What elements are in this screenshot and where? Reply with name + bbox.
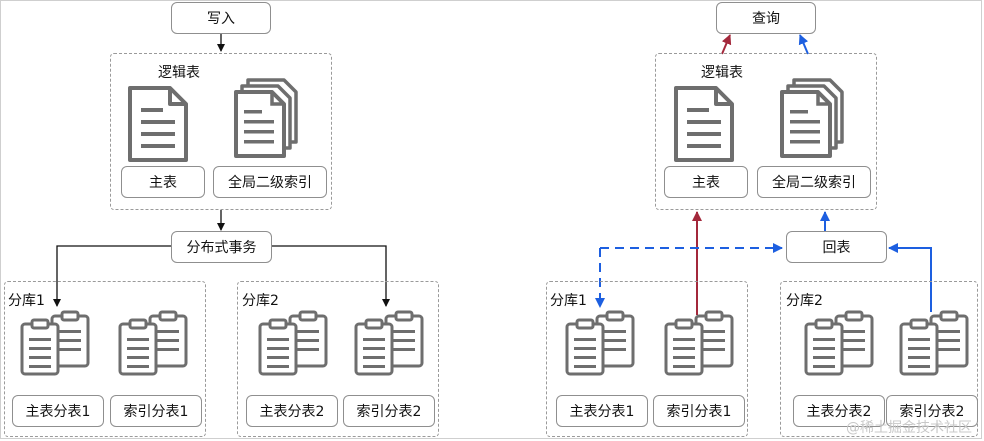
logical-to-query-red-arrow [721, 34, 732, 55]
index-shard2-to-back-table-blue-arrow [888, 243, 932, 312]
right-logical-table-group [655, 53, 877, 210]
right-shard2-main-node: 主表分表2 [793, 395, 885, 427]
right-shard1-group [546, 281, 748, 437]
shard1-main-node: 主表分表1 [12, 395, 104, 427]
shard1-group [4, 281, 206, 437]
tx-to-shard1-arrow [53, 245, 172, 307]
query-node: 查询 [716, 2, 816, 34]
shard2-main-node: 主表分表2 [246, 395, 338, 427]
distributed-tx-node: 分布式事务 [171, 231, 272, 263]
right-shard1-index-node: 索引分表1 [653, 395, 745, 427]
right-global-index-node: 全局二级索引 [757, 166, 871, 198]
right-shard2-group [780, 281, 978, 437]
global-index-node: 全局二级索引 [213, 166, 327, 198]
right-shard1-label: 分库1 [550, 293, 587, 309]
right-main-table-node: 主表 [664, 166, 748, 198]
shard2-group [237, 281, 439, 437]
right-logical-table-label: 逻辑表 [701, 65, 743, 81]
logical-table-group [110, 53, 332, 210]
main-table-node: 主表 [121, 166, 205, 198]
back-table-node: 回表 [786, 231, 887, 263]
right-shard1-main-node: 主表分表1 [556, 395, 648, 427]
right-shard2-index-node: 索引分表2 [886, 395, 978, 427]
shard1-label: 分库1 [8, 293, 45, 309]
watermark: @稀土掘金技术社区 [846, 420, 972, 436]
logical-table-label: 逻辑表 [158, 65, 200, 81]
shard2-label: 分库2 [242, 293, 279, 309]
write-node: 写入 [171, 2, 271, 34]
shard1-index-node: 索引分表1 [110, 395, 202, 427]
logical-to-query-blue-arrow [798, 34, 809, 55]
shard2-index-node: 索引分表2 [343, 395, 435, 427]
right-shard2-label: 分库2 [786, 293, 823, 309]
tx-to-shard2-arrow [272, 245, 390, 307]
